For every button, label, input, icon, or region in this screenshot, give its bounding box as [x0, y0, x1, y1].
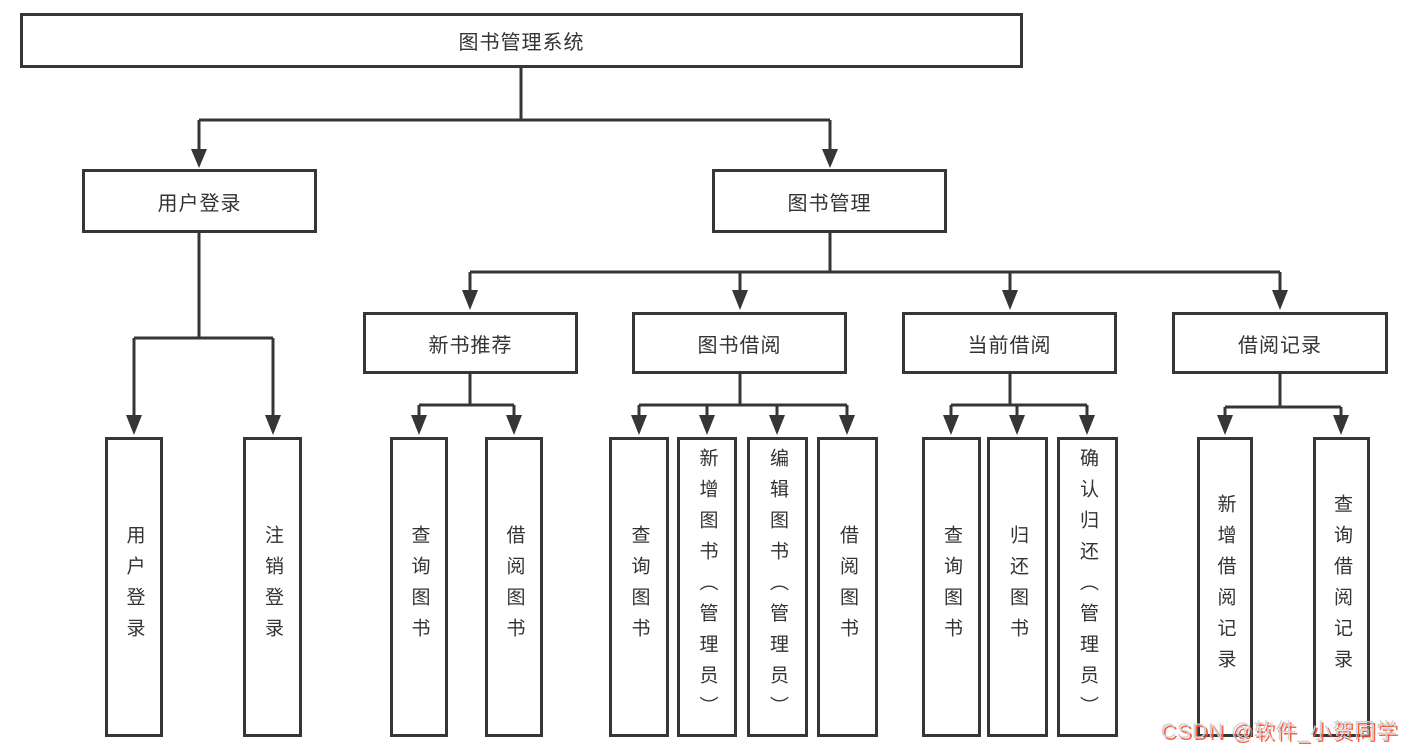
- leaf-logout-login: 注销登录: [243, 437, 302, 737]
- leaf-borrow-books-2-label: 借阅图书: [837, 525, 858, 649]
- leaf-confirm-return-admin-label: 确认归还（管理员）: [1077, 447, 1098, 727]
- node-new-book-recommend-label: 新书推荐: [428, 334, 513, 357]
- leaf-borrow-books-2: 借阅图书: [817, 437, 878, 737]
- leaf-query-books-current: 查询图书: [922, 437, 981, 737]
- node-user-login: 用户登录: [82, 169, 317, 233]
- leaf-query-books-current-label: 查询图书: [941, 525, 962, 649]
- leaf-query-borrow-record-label: 查询借阅记录: [1331, 494, 1352, 680]
- leaf-confirm-return-admin: 确认归还（管理员）: [1057, 437, 1118, 737]
- node-new-book-recommend: 新书推荐: [363, 312, 578, 374]
- leaf-edit-book-admin: 编辑图书（管理员）: [747, 437, 808, 737]
- leaf-query-books-borrow: 查询图书: [609, 437, 669, 737]
- leaf-logout-login-label: 注销登录: [262, 525, 283, 649]
- leaf-query-books-recommend: 查询图书: [390, 437, 448, 737]
- leaf-add-borrow-record: 新增借阅记录: [1197, 437, 1253, 737]
- leaf-edit-book-admin-label: 编辑图书（管理员）: [767, 447, 788, 727]
- leaf-user-login: 用户登录: [105, 437, 163, 737]
- leaf-borrow-books-recommend: 借阅图书: [485, 437, 543, 737]
- node-current-borrow-label: 当前借阅: [967, 334, 1052, 357]
- leaf-query-books-recommend-label: 查询图书: [408, 525, 430, 649]
- leaf-return-book-label: 归还图书: [1007, 525, 1028, 649]
- node-borrow-records-label: 借阅记录: [1238, 334, 1322, 357]
- node-book-management: 图书管理: [712, 169, 947, 233]
- node-book-management-label: 图书管理: [787, 192, 872, 215]
- node-root-label: 图书管理系统: [458, 32, 585, 54]
- leaf-return-book: 归还图书: [987, 437, 1048, 737]
- leaf-query-borrow-record: 查询借阅记录: [1313, 437, 1370, 737]
- leaf-borrow-books-recommend-label: 借阅图书: [503, 525, 525, 649]
- leaf-query-books-borrow-label: 查询图书: [628, 525, 650, 649]
- leaf-add-book-admin-label: 新增图书（管理员）: [696, 447, 718, 727]
- node-root: 图书管理系统: [20, 13, 1023, 68]
- node-current-borrow: 当前借阅: [902, 312, 1117, 374]
- node-book-borrow: 图书借阅: [632, 312, 847, 374]
- node-borrow-records: 借阅记录: [1172, 312, 1388, 374]
- node-book-borrow-label: 图书借阅: [697, 334, 782, 357]
- leaf-add-book-admin: 新增图书（管理员）: [677, 437, 737, 737]
- node-user-login-label: 用户登录: [157, 192, 242, 215]
- csdn-watermark: CSDN @软件_小贺同学: [1160, 720, 1398, 743]
- leaf-add-borrow-record-label: 新增借阅记录: [1214, 494, 1236, 680]
- leaf-user-login-label: 用户登录: [123, 525, 145, 649]
